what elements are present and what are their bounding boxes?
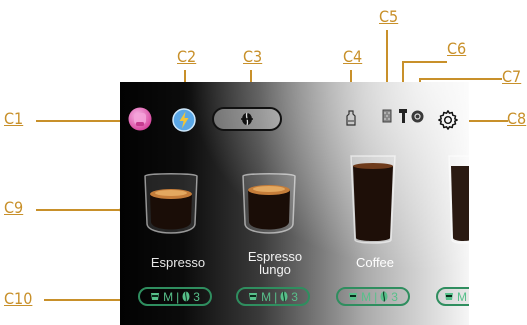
bean-strength-icon [380, 291, 388, 302]
descale-icon[interactable] [411, 110, 424, 123]
coffee-spout-icon[interactable] [398, 108, 408, 124]
callout-c4: C4 [343, 47, 363, 66]
bean-strength-icon [182, 291, 190, 302]
drink-settings-pill-espresso-lungo[interactable]: M | 3 [236, 287, 310, 306]
callout-c6: C6 [447, 39, 467, 58]
drink-label-espresso: Espresso [150, 255, 206, 270]
drink-settings-pill-espresso[interactable]: M | 3 [138, 287, 212, 306]
pink-profile-icon[interactable] [128, 107, 152, 131]
espresso-glass-icon[interactable] [142, 172, 200, 242]
callout-c1: C1 [4, 109, 24, 128]
lightning-bolt-icon[interactable] [172, 108, 196, 132]
gear-icon[interactable] [437, 109, 459, 131]
bean-selection-toggle[interactable] [212, 107, 282, 131]
callout-c7: C7 [502, 67, 522, 86]
drink-settings-pill-partial[interactable]: M [436, 287, 469, 306]
cup-size-icon [445, 292, 453, 300]
callout-c9: C9 [4, 198, 24, 217]
drink-settings-pill-coffee[interactable]: M | 3 [336, 287, 410, 306]
coffee-bean-icon [241, 112, 253, 126]
partial-drink-glass-icon[interactable] [446, 154, 469, 246]
drink-label-coffee: Coffee [355, 255, 395, 270]
espresso-lungo-glass-icon[interactable] [240, 172, 298, 242]
callout-c8: C8 [507, 109, 527, 128]
water-tank-icon[interactable] [346, 110, 356, 126]
coffee-glass-icon[interactable] [348, 154, 398, 246]
grounds-container-icon[interactable] [382, 109, 392, 123]
cup-size-icon [249, 292, 258, 300]
drink-label-espresso-lungo: Espresso lungo [247, 249, 303, 277]
callout-c5: C5 [379, 7, 399, 26]
machine-screen: Espresso Espresso lungo Coffee M | 3 M |… [120, 82, 469, 325]
callout-c10: C10 [4, 289, 33, 308]
bean-strength-icon [280, 291, 288, 302]
callout-c3: C3 [243, 47, 263, 66]
cup-size-icon [349, 292, 358, 300]
cup-size-icon [151, 292, 160, 300]
callout-c2: C2 [177, 47, 197, 66]
